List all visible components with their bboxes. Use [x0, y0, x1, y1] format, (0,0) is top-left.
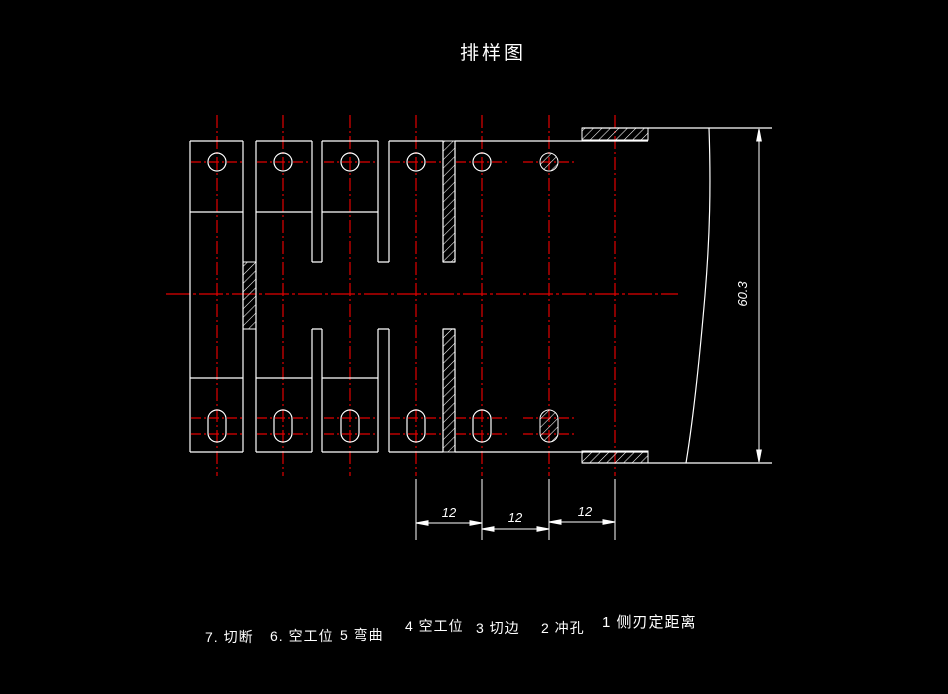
strip-break-line — [685, 127, 711, 464]
hole-circle — [207, 152, 227, 172]
pitch-dimension-1: 12 — [442, 505, 457, 520]
hole-circle — [273, 152, 293, 172]
pitch-dimension-2: 12 — [508, 510, 523, 525]
slot-oval — [472, 409, 492, 443]
slot-oval — [406, 409, 426, 443]
bend-lines — [190, 211, 378, 379]
arrowhead — [548, 519, 562, 525]
station-label-1-side-blade: 1 侧刃定距离 — [602, 614, 697, 631]
arrowhead — [481, 526, 495, 532]
pitch-dimension-3: 12 — [578, 504, 593, 519]
station-label-6-idle: 6. 空工位 — [270, 628, 334, 644]
hatch-group — [242, 127, 649, 464]
drawing-title: 排样图 — [460, 43, 527, 64]
slot-oval — [273, 409, 293, 443]
arrowhead — [536, 526, 550, 532]
hatch-trim-lower — [442, 328, 456, 453]
hatch-cutoff-web — [242, 261, 257, 330]
trimmed-strip-edges — [190, 140, 648, 453]
station-label-2-pierce: 2 冲孔 — [541, 620, 585, 636]
hole-circle — [340, 152, 360, 172]
hole-row-centerlines — [191, 161, 575, 435]
part-separation-slots — [242, 141, 456, 452]
strip-width-dimension-group: 60.3 — [735, 128, 762, 463]
arrowhead — [415, 520, 429, 526]
hatch-punched-slot — [539, 409, 559, 443]
station-label-7-cutoff: 7. 切断 — [205, 629, 254, 645]
arrowhead — [756, 449, 762, 463]
station-label-3-trim: 3 切边 — [476, 620, 520, 636]
punched-holes-group — [207, 152, 492, 443]
hole-circle — [406, 152, 426, 172]
pitch-dimensions-group: 12 12 12 — [415, 479, 616, 540]
dimension-extension-lines — [415, 479, 616, 540]
hatch-trim-upper — [442, 140, 456, 263]
station-vertical-centerlines — [216, 115, 616, 476]
hatch-punched-hole — [539, 152, 559, 172]
arrowhead — [469, 520, 483, 526]
hatch-side-blade-bottom — [581, 450, 649, 464]
station-label-5-bend: 5 弯曲 — [340, 627, 384, 643]
hatch-side-blade-top — [581, 127, 649, 141]
station-label-4-idle: 4 空工位 — [405, 618, 464, 634]
arrowhead — [602, 519, 616, 525]
arrowhead — [756, 128, 762, 142]
slot-oval — [340, 409, 360, 443]
slot-oval — [207, 409, 227, 443]
hole-circle — [472, 152, 492, 172]
strip-width-dimension: 60.3 — [735, 281, 750, 307]
